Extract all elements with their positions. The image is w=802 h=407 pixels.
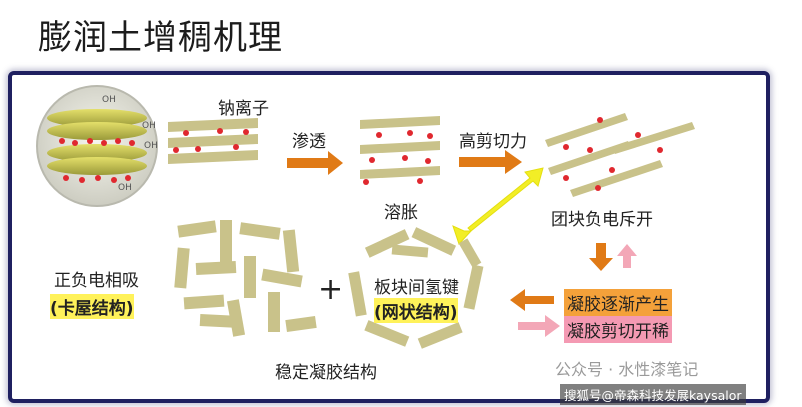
source-credit: 搜狐号@帝森科技发展kaysalor	[560, 384, 746, 405]
label-attraction: 正负电相吸	[54, 271, 139, 291]
platelet-stack-swollen	[360, 116, 440, 185]
label-sodium-ions: 钠离子	[218, 99, 269, 119]
label-swelling: 溶胀	[384, 203, 418, 223]
label-shear-thinning: 凝胶剪切开稀	[564, 316, 672, 343]
label-osmosis: 渗透	[292, 132, 326, 152]
oh-label: OH	[102, 95, 116, 105]
up-arrow	[617, 244, 637, 268]
platelet-dispersed	[545, 113, 695, 197]
label-network: (网状结构)	[374, 298, 458, 323]
page-title: 膨润土增稠机理	[38, 18, 283, 58]
label-gel-forms: 凝胶逐渐产生	[564, 289, 672, 316]
plus-sign: +	[318, 272, 344, 307]
label-dispersion: 团块负电斥开	[551, 210, 653, 230]
label-house-of-cards: (卡屋结构)	[50, 294, 134, 319]
oh-label: OH	[142, 121, 156, 131]
shear-thinning-arrow	[518, 315, 560, 337]
label-stable-gel: 稳定凝胶结构	[275, 363, 377, 383]
gel-formation-arrow	[510, 289, 554, 311]
oh-label: OH	[118, 183, 132, 193]
house-of-cards-structure	[174, 220, 317, 337]
network-structure	[348, 227, 484, 349]
down-arrow	[589, 243, 613, 271]
label-hydrogen-bond: 板块间氢键	[374, 278, 459, 298]
watermark: 公众号 · 水性漆笔记	[555, 360, 699, 379]
reversible-arrow	[452, 167, 544, 245]
oh-label: OH	[144, 141, 158, 151]
osmosis-arrow	[287, 151, 343, 175]
bentonite-crystal-illustration: OH OH OH OH	[36, 85, 158, 207]
label-high-shear: 高剪切力	[459, 132, 527, 152]
platelet-stack-initial	[168, 118, 258, 164]
high-shear-arrow	[459, 150, 522, 174]
